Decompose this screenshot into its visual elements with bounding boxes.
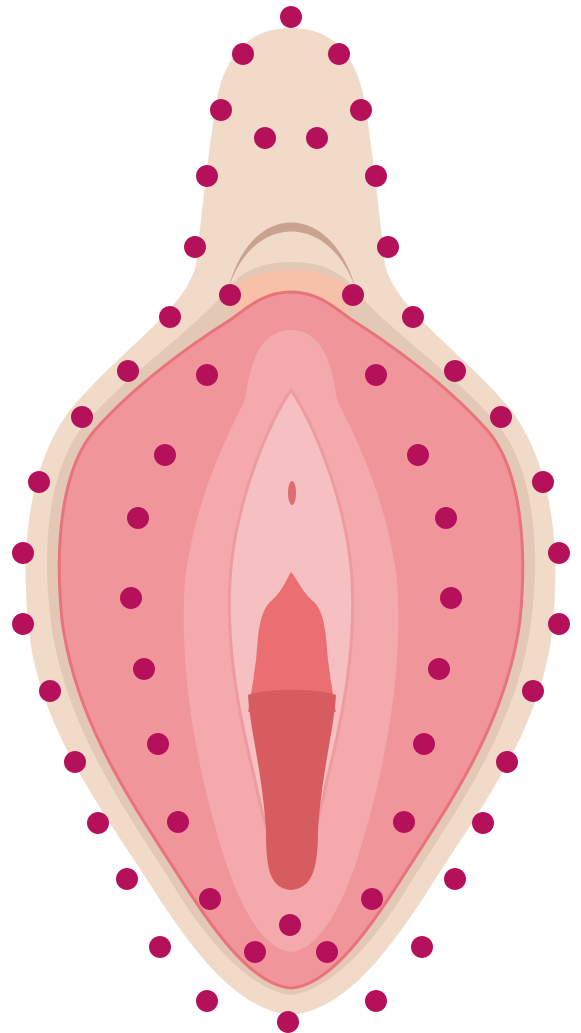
marker-dot bbox=[342, 284, 364, 306]
marker-dot bbox=[279, 914, 301, 936]
marker-dot bbox=[184, 236, 206, 258]
urethral-opening bbox=[288, 481, 296, 505]
marker-dot bbox=[393, 811, 415, 833]
marker-dot bbox=[154, 444, 176, 466]
marker-dot bbox=[411, 936, 433, 958]
marker-dot bbox=[133, 658, 155, 680]
marker-dot bbox=[199, 888, 221, 910]
marker-dot bbox=[440, 587, 462, 609]
marker-dot bbox=[167, 811, 189, 833]
marker-dot bbox=[159, 306, 181, 328]
marker-dot bbox=[444, 360, 466, 382]
marker-dot bbox=[490, 406, 512, 428]
marker-dot bbox=[210, 99, 232, 121]
marker-dot bbox=[64, 751, 86, 773]
marker-dot bbox=[316, 941, 338, 963]
marker-dot bbox=[244, 941, 266, 963]
marker-dot bbox=[219, 284, 241, 306]
marker-dot bbox=[116, 868, 138, 890]
marker-dot bbox=[407, 444, 429, 466]
marker-dot bbox=[12, 542, 34, 564]
marker-dot bbox=[196, 165, 218, 187]
marker-dot bbox=[328, 43, 350, 65]
marker-dot bbox=[428, 658, 450, 680]
marker-dot bbox=[277, 1011, 299, 1033]
marker-dot bbox=[402, 306, 424, 328]
marker-dot bbox=[117, 360, 139, 382]
marker-dot bbox=[39, 680, 61, 702]
marker-dot bbox=[532, 471, 554, 493]
marker-dot bbox=[196, 364, 218, 386]
marker-dot bbox=[147, 733, 169, 755]
marker-dot bbox=[149, 936, 171, 958]
marker-dot bbox=[306, 127, 328, 149]
marker-dot bbox=[350, 99, 372, 121]
marker-dot bbox=[472, 812, 494, 834]
marker-dot bbox=[365, 990, 387, 1012]
marker-dot bbox=[87, 812, 109, 834]
marker-dot bbox=[413, 733, 435, 755]
marker-dot bbox=[196, 990, 218, 1012]
marker-dot bbox=[377, 236, 399, 258]
marker-dot bbox=[71, 406, 93, 428]
marker-dot bbox=[127, 507, 149, 529]
marker-dot bbox=[435, 507, 457, 529]
marker-dot bbox=[522, 680, 544, 702]
marker-dot bbox=[12, 613, 34, 635]
marker-dot bbox=[365, 165, 387, 187]
marker-dot bbox=[548, 613, 570, 635]
marker-dot bbox=[254, 127, 276, 149]
marker-dot bbox=[232, 43, 254, 65]
marker-dot bbox=[365, 364, 387, 386]
marker-dot bbox=[28, 471, 50, 493]
marker-dot bbox=[444, 868, 466, 890]
marker-dot bbox=[120, 587, 142, 609]
marker-dot bbox=[548, 542, 570, 564]
marker-dot bbox=[361, 888, 383, 910]
marker-dot bbox=[496, 751, 518, 773]
marker-dot bbox=[280, 6, 302, 28]
